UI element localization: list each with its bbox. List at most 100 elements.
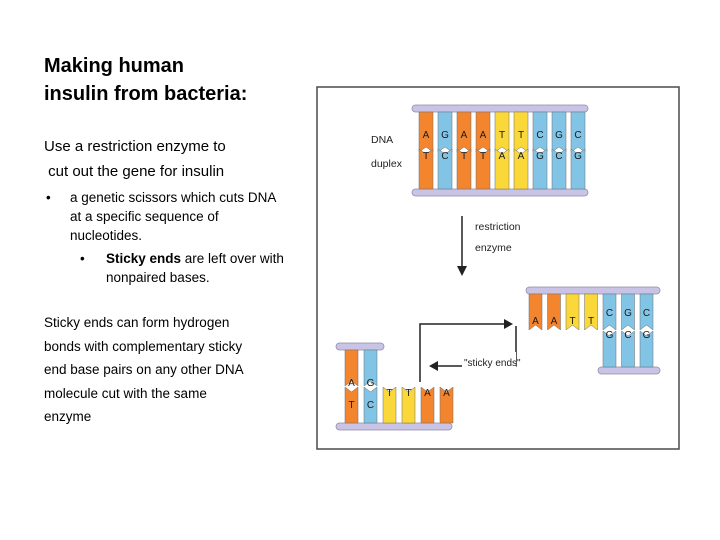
bullet-dot: • — [80, 251, 85, 266]
duplex-bottom-letter: G — [574, 151, 582, 162]
para-line-5: enzyme — [44, 409, 92, 424]
left-top-letter: G — [367, 378, 375, 389]
right-sticky-base — [547, 293, 561, 331]
left-bottom-backbone — [335, 422, 453, 431]
left-bottom-base — [363, 386, 378, 424]
right-sticky-base — [584, 293, 598, 331]
bullet-scissors-text: a genetic scissors which cuts DNA at a s… — [70, 190, 276, 243]
left-sticky-base — [382, 386, 397, 424]
duplex-top-base — [437, 111, 453, 153]
duplex-top-backbone — [411, 104, 589, 113]
right-bottom-base — [621, 330, 635, 368]
left-sticky-base — [420, 386, 435, 424]
left-sticky-base — [401, 386, 416, 424]
sticky-ends-label: "sticky ends" — [464, 358, 521, 369]
duplex-bottom-letter: T — [423, 151, 429, 162]
dna-label: DNA — [371, 134, 393, 146]
duplex-top-letter: A — [461, 130, 468, 141]
duplex-top-letter: C — [536, 130, 543, 141]
duplex-bottom-base — [513, 148, 529, 190]
duplex-bottom-base — [456, 148, 472, 190]
duplex-bottom-base — [551, 148, 567, 190]
duplex-top-base — [570, 111, 586, 153]
slide-body: Use a restriction enzyme to cut out the … — [44, 134, 284, 429]
right-bottom-letter: G — [606, 330, 614, 341]
left-sticky-letter: A — [443, 388, 450, 399]
left-sticky-letter: A — [424, 388, 431, 399]
left-sticky-letter: T — [405, 388, 411, 399]
enzyme-label: enzyme — [475, 242, 512, 254]
right-bottom-backbone — [597, 366, 661, 375]
duplex-top-base — [475, 111, 491, 153]
duplex-bottom-letter: A — [518, 151, 525, 162]
down-arrow — [457, 216, 467, 276]
duplex-bottom-base — [532, 148, 548, 190]
left-sticky-letter: T — [386, 388, 392, 399]
lead-text: Use a restriction enzyme to cut out the … — [44, 134, 284, 184]
lead-line-1: Use a restriction enzyme to — [44, 138, 226, 155]
title-line-2: insulin from bacteria: — [44, 83, 248, 105]
right-top-letter: C — [606, 308, 613, 319]
right-top-base — [621, 293, 635, 331]
sticky-ends-text: are left over with nonpaired bases. — [106, 251, 284, 285]
duplex-bottom-base — [494, 148, 510, 190]
para-line-4: molecule cut with the same — [44, 385, 207, 401]
right-bottom-base — [639, 330, 654, 368]
duplex-bottom-letter: G — [536, 151, 544, 162]
left-top-base — [363, 349, 378, 387]
duplex-bottom-letter: A — [499, 151, 506, 162]
right-bottom-letter: G — [643, 330, 651, 341]
hydrogen-bond-paragraph: Sticky ends can form hydrogen bonds with… — [44, 311, 284, 429]
right-top-base — [639, 293, 654, 331]
bullet-scissors: • a genetic scissors which cuts DNA at a… — [44, 188, 284, 245]
right-sticky-letter: T — [569, 316, 575, 327]
duplex-top-letter: G — [441, 130, 449, 141]
duplex-bottom-letter: C — [555, 151, 562, 162]
duplex-top-base — [494, 111, 510, 153]
left-sticky-base — [439, 386, 454, 424]
right-sticky-letter: A — [532, 316, 539, 327]
right-top-letter: G — [624, 308, 632, 319]
sticky-label-bg — [462, 352, 516, 370]
para-line-3: end base pairs on any other DNA — [44, 362, 244, 377]
duplex-bottom-base — [475, 148, 491, 190]
duplex-top-base — [456, 111, 472, 153]
right-bottom-base — [602, 330, 617, 368]
duplex-top-base — [551, 111, 567, 153]
left-bottom-letter: C — [367, 400, 374, 411]
right-sticky-letter: T — [588, 316, 594, 327]
duplex-top-base — [418, 111, 434, 153]
duplex-bottom-letter: C — [441, 151, 448, 162]
right-sticky-letter: A — [551, 316, 558, 327]
left-bottom-base — [344, 386, 359, 424]
duplex-bottom-base — [418, 148, 434, 190]
duplex-label: duplex — [371, 158, 403, 170]
duplex-bottom-base — [437, 148, 453, 190]
right-sticky-base — [528, 293, 543, 331]
duplex-bottom-letter: T — [461, 151, 467, 162]
restriction-label: restriction — [475, 221, 521, 233]
left-bottom-letter: T — [348, 400, 354, 411]
duplex-top-letter: T — [499, 130, 505, 141]
sticky-ends-term: Sticky ends — [106, 251, 182, 266]
duplex-bottom-base — [570, 148, 586, 190]
duplex-top-letter: C — [574, 130, 581, 141]
left-top-base — [344, 349, 359, 387]
duplex-top-base — [513, 111, 529, 153]
title-line-1: Making human — [44, 55, 185, 77]
right-top-base — [602, 293, 617, 331]
duplex-bottom-backbone — [411, 188, 589, 197]
left-top-backbone — [335, 342, 385, 351]
slide-title: Making human insulin from bacteria: — [44, 52, 304, 108]
left-top-letter: A — [348, 378, 355, 389]
duplex-top-letter: A — [480, 130, 487, 141]
para-line-1: Sticky ends can form hydrogen — [44, 315, 230, 330]
bullet-dot: • — [46, 190, 51, 205]
bullet-sticky-ends: • Sticky ends are left over with nonpair… — [44, 249, 284, 287]
right-top-backbone — [525, 286, 661, 295]
duplex-top-letter: A — [423, 130, 430, 141]
